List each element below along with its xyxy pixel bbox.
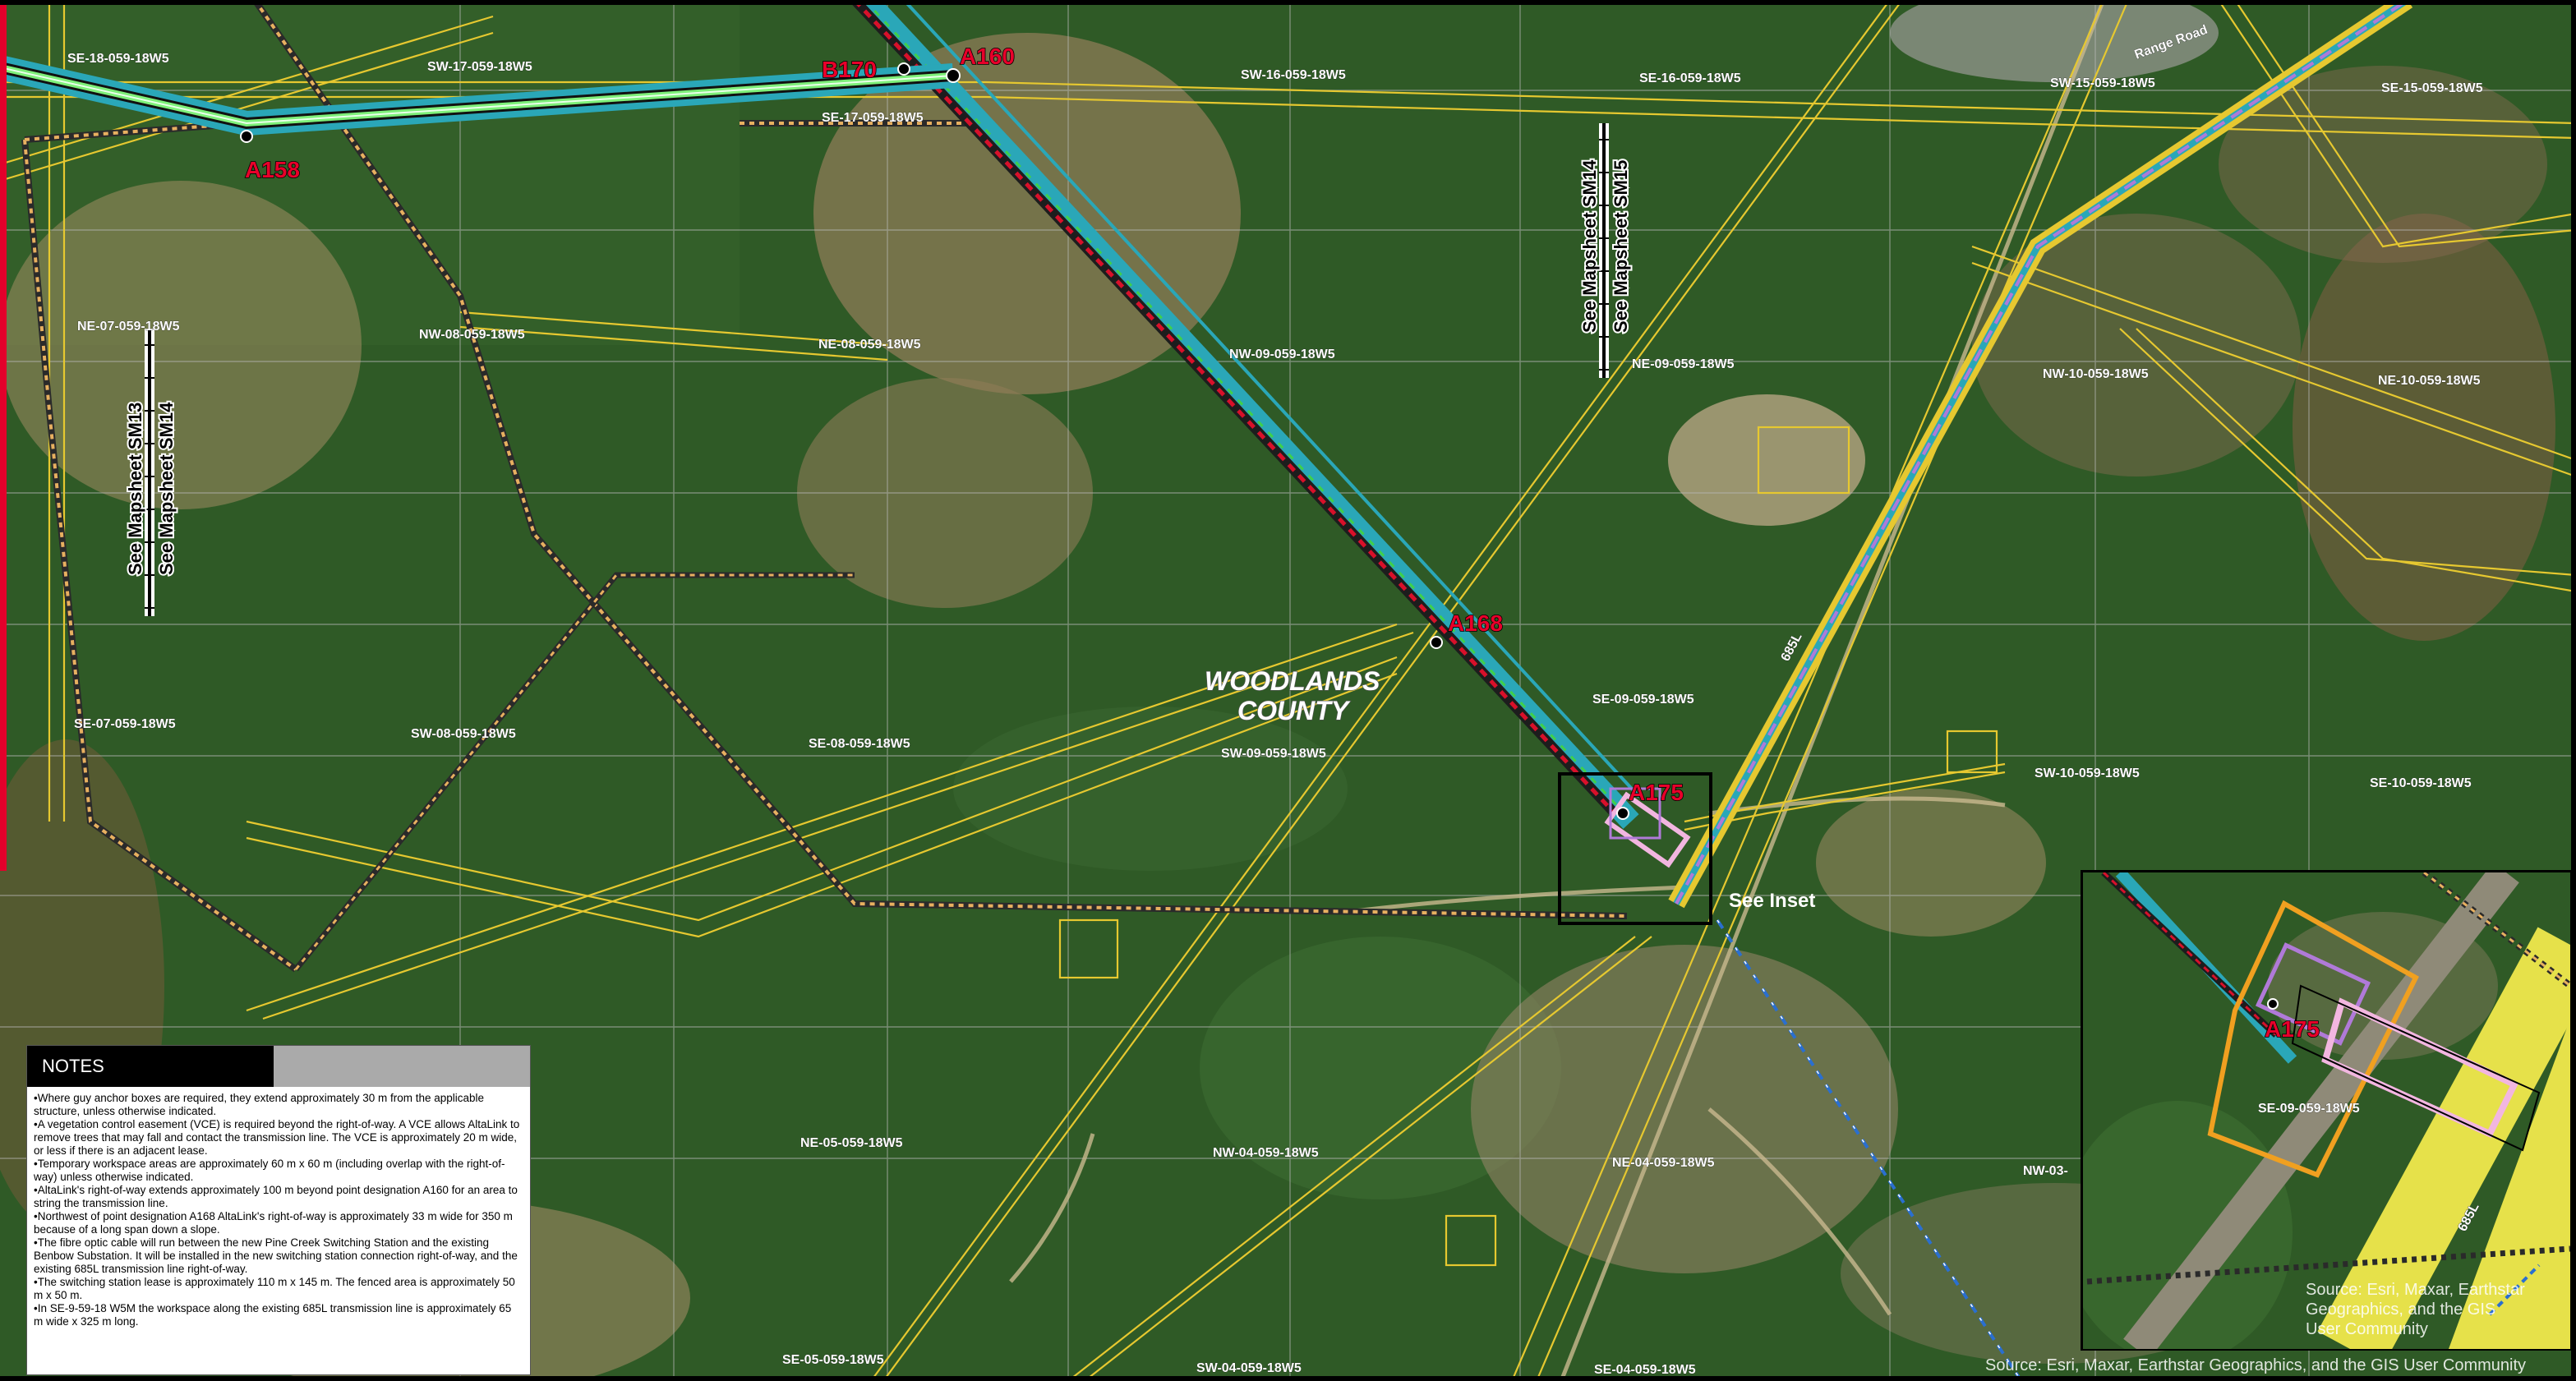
- mapsheet-ref-2: See Mapsheet SM14 See Mapsheet SM15: [1578, 158, 1633, 334]
- structure-markers: [240, 62, 1629, 820]
- note-item: In SE-9-59-18 W5M the workspace along th…: [34, 1302, 523, 1328]
- lsd-label: SE-17-059-18W5: [822, 111, 924, 125]
- lsd-label: SE-16-059-18W5: [1639, 71, 1741, 85]
- point-label-a175: A175: [1629, 780, 1684, 805]
- lsd-labels: SE-18-059-18W5 SW-17-059-18W5 SE-17-059-…: [67, 52, 2483, 1378]
- marker-b170: [897, 62, 910, 76]
- lsd-label: SW-09-059-18W5: [1221, 747, 1326, 761]
- lsd-label: NW-04-059-18W5: [1213, 1146, 1319, 1160]
- inset-source-line-3: User Community: [2306, 1320, 2428, 1338]
- svg-text:See Mapsheet SM13: See Mapsheet SM13: [125, 403, 145, 575]
- inset-map: A175 SE-09-059-18W5 685L Source: Esri, M…: [2081, 870, 2572, 1351]
- inset-source-line-2: Geographics, and the GIS: [2306, 1300, 2495, 1319]
- lsd-label: NW-09-059-18W5: [1229, 348, 1335, 361]
- lsd-label: NE-10-059-18W5: [2378, 374, 2481, 388]
- lsd-label: SE-05-059-18W5: [782, 1353, 884, 1367]
- lsd-label: NW-03-: [2023, 1164, 2068, 1178]
- notes-title: NOTES: [27, 1046, 274, 1087]
- see-inset-label: See Inset: [1729, 890, 1815, 912]
- lsd-label: SW-08-059-18W5: [411, 727, 516, 741]
- lsd-label: SE-10-059-18W5: [2370, 776, 2472, 790]
- lsd-label: NW-08-059-18W5: [419, 328, 525, 342]
- point-label-a158: A158: [245, 157, 300, 182]
- notes-panel: NOTES Where guy anchor boxes are require…: [26, 1045, 531, 1375]
- lsd-label: NE-04-059-18W5: [1612, 1156, 1715, 1170]
- inset-lsd-label: SE-09-059-18W5: [2258, 1102, 2360, 1116]
- lsd-label: SW-10-059-18W5: [2035, 766, 2140, 780]
- municipal-boundary: [21, 0, 1628, 973]
- lsd-label: NE-07-059-18W5: [77, 320, 180, 334]
- source-attribution: Source: Esri, Maxar, Earthstar Geographi…: [1985, 1356, 2526, 1374]
- marker-a175: [1616, 807, 1629, 820]
- marker-a168: [1430, 636, 1443, 649]
- note-item: The switching station lease is approxima…: [34, 1276, 523, 1302]
- note-item: The fibre optic cable will run between t…: [34, 1236, 523, 1276]
- county-label: WOODLANDS COUNTY: [1204, 665, 1380, 725]
- inset-point-label-a175: A175: [2265, 1016, 2320, 1042]
- svg-text:See Mapsheet SM14: See Mapsheet SM14: [1579, 159, 1600, 333]
- point-label-b170: B170: [822, 57, 877, 82]
- lsd-label: SE-08-059-18W5: [809, 737, 910, 751]
- marker-a158: [240, 130, 253, 143]
- lsd-label: SE-07-059-18W5: [74, 717, 176, 731]
- note-item: A vegetation control easement (VCE) is r…: [34, 1118, 523, 1158]
- proposed-row-diagonal: [850, 0, 1641, 829]
- inset-locator-box[interactable]: [1558, 772, 1712, 925]
- proposed-row-horizontal: [0, 55, 955, 136]
- lsd-label: SW-16-059-18W5: [1241, 68, 1346, 82]
- note-item: Northwest of point designation A168 Alta…: [34, 1210, 523, 1236]
- note-item: AltaLink's right-of-way extends approxim…: [34, 1184, 523, 1210]
- svg-text:See Mapsheet SM15: See Mapsheet SM15: [1611, 160, 1631, 333]
- marker-a160: [946, 68, 961, 83]
- notes-list: Where guy anchor boxes are required, the…: [34, 1092, 523, 1328]
- lsd-label: SW-17-059-18W5: [427, 60, 532, 74]
- svg-text:WOODLANDS: WOODLANDS: [1205, 666, 1380, 696]
- lsd-label: NE-05-059-18W5: [800, 1136, 903, 1150]
- lsd-label: SE-09-059-18W5: [1592, 693, 1694, 707]
- svg-text:See Mapsheet SM14: See Mapsheet SM14: [156, 402, 177, 575]
- lsd-label: NE-08-059-18W5: [818, 338, 921, 352]
- point-label-a168: A168: [1448, 610, 1503, 636]
- point-label-a160: A160: [960, 44, 1015, 69]
- switching-station: [1604, 787, 1691, 868]
- existing-685l-corridor: [1668, 0, 2413, 1381]
- lsd-label: SW-15-059-18W5: [2050, 76, 2155, 90]
- inset-source-line-1: Source: Esri, Maxar, Earthstar: [2306, 1281, 2525, 1299]
- svg-text:COUNTY: COUNTY: [1237, 696, 1351, 725]
- lsd-label: NW-10-059-18W5: [2043, 367, 2149, 381]
- lsd-label: SW-04-059-18W5: [1196, 1361, 1302, 1375]
- lsd-label: SE-15-059-18W5: [2381, 81, 2483, 95]
- mapsheet-matchlines: [145, 123, 1609, 616]
- notes-header-fill: [274, 1046, 530, 1087]
- note-item: Temporary workspace areas are approximat…: [34, 1158, 523, 1184]
- lsd-label: SE-18-059-18W5: [67, 52, 169, 66]
- lsd-label: SE-04-059-18W5: [1594, 1363, 1696, 1377]
- sheet-edge-bar: [0, 0, 7, 871]
- mapsheet-ref-1: See Mapsheet SM13 See Mapsheet SM14: [123, 400, 178, 577]
- note-item: Where guy anchor boxes are required, the…: [34, 1092, 523, 1118]
- lsd-label: NE-09-059-18W5: [1632, 357, 1735, 371]
